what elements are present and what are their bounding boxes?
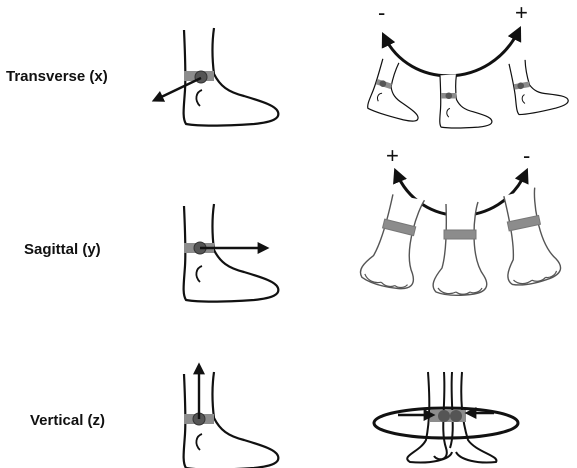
- transverse-foot-middle-icon: [440, 74, 492, 128]
- vertical-ankle-icon: [184, 366, 279, 468]
- transverse-rotation-arrow-icon: [384, 30, 519, 76]
- sagittal-ankle-icon: [184, 204, 279, 302]
- vertical-sensor-dot-right: [438, 410, 450, 422]
- sagittal-rotation-icons: [358, 172, 562, 295]
- transverse-ankle-icon: [155, 28, 278, 126]
- transverse-foot-left-icon: [366, 58, 432, 125]
- transverse-rotation-icons: [366, 30, 569, 128]
- transverse-foot-right-icon: [509, 54, 570, 116]
- sagittal-foot-middle-icon: [433, 202, 487, 295]
- vertical-rotation-icons: [374, 372, 518, 463]
- sagittal-foot-left-icon: [358, 189, 433, 293]
